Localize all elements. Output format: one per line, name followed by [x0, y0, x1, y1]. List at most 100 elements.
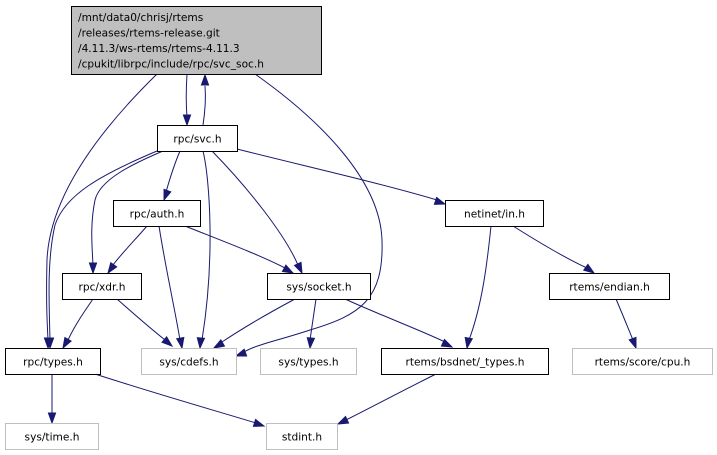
- arrowhead-icon: [252, 418, 266, 427]
- node-box: [71, 6, 322, 75]
- node-box: [572, 348, 713, 375]
- edge-line: [184, 225, 286, 269]
- edge-root-to-svc: [182, 73, 192, 127]
- edge-line: [46, 73, 158, 341]
- edge-line: [202, 85, 206, 126]
- arrowhead-icon: [45, 337, 55, 350]
- edge-svc-to-xdr: [88, 150, 164, 275]
- edge-line: [243, 73, 383, 353]
- edges-layer: [43, 73, 637, 427]
- edge-line: [345, 373, 437, 421]
- edge-line: [48, 150, 158, 341]
- node-box: [5, 423, 99, 450]
- edge-line: [236, 148, 438, 201]
- node-label: stdint.h: [282, 432, 322, 444]
- arrowhead-icon: [196, 337, 206, 350]
- node-label: sys/time.h: [25, 432, 80, 444]
- node-label: /mnt/data0/chrisj/rtems: [78, 12, 203, 24]
- edge-line: [211, 150, 299, 266]
- nodes-layer: /mnt/data0/chrisj/rtems/releases/rtems-r…: [5, 6, 713, 450]
- node-label: rpc/types.h: [23, 357, 83, 369]
- edge-line: [67, 298, 94, 341]
- edge-line: [468, 225, 492, 341]
- arrowhead-icon: [182, 114, 192, 127]
- node-box: [266, 423, 338, 450]
- edge-socket-to-cdefs: [212, 298, 296, 349]
- node-bsdtypes[interactable]: rtems/bsdnet/_types.h: [381, 348, 549, 375]
- node-label: rpc/auth.h: [130, 209, 185, 221]
- edge-line: [344, 298, 446, 343]
- node-label: rtems/score/cpu.h: [595, 357, 691, 369]
- node-box: [381, 348, 549, 375]
- node-box: [260, 348, 357, 375]
- arrowhead-icon: [47, 412, 57, 425]
- node-systypes: sys/types.h: [260, 348, 357, 375]
- node-label: /4.11.3/ws-rtems/rtems-4.11.3: [78, 43, 240, 55]
- edge-line: [94, 373, 257, 424]
- edge-auth-to-socket: [184, 225, 295, 274]
- node-svc[interactable]: rpc/svc.h: [157, 125, 238, 152]
- edge-bsdtypes-to-stdint: [336, 373, 437, 425]
- node-label: sys/socket.h: [286, 282, 351, 294]
- node-label: sys/cdefs.h: [159, 357, 218, 369]
- node-root[interactable]: /mnt/data0/chrisj/rtems/releases/rtems-r…: [71, 6, 322, 75]
- edge-line: [615, 298, 634, 341]
- arrowhead-icon: [161, 335, 174, 347]
- edge-line: [201, 150, 211, 341]
- edge-socket-to-bsdtypes: [344, 298, 454, 348]
- edge-endian-to-cpu: [615, 298, 637, 350]
- node-label: rpc/svc.h: [173, 134, 221, 146]
- arrowhead-icon: [293, 261, 303, 275]
- edge-netin-to-endian: [512, 225, 596, 274]
- node-box: [445, 200, 544, 227]
- node-label: netinet/in.h: [464, 209, 525, 221]
- edge-line: [91, 150, 164, 266]
- edge-socket-to-systypes: [306, 298, 317, 350]
- edge-svc-to-socket: [211, 150, 303, 275]
- edge-root-to-cdefs: [234, 73, 383, 357]
- node-box: [62, 273, 142, 300]
- node-auth[interactable]: rpc/auth.h: [113, 200, 201, 227]
- arrowhead-icon: [200, 73, 210, 86]
- node-xdr[interactable]: rpc/xdr.h: [62, 273, 142, 300]
- arrowhead-icon: [582, 263, 596, 274]
- edge-line: [309, 298, 317, 341]
- node-box: [141, 348, 237, 375]
- arrowhead-icon: [175, 336, 185, 350]
- node-box: [5, 348, 101, 375]
- arrowhead-icon: [281, 264, 295, 274]
- node-label: sys/types.h: [278, 357, 338, 369]
- node-socket[interactable]: sys/socket.h: [267, 273, 371, 300]
- edge-svc-to-rtypes: [45, 150, 158, 350]
- node-cpu: rtems/score/cpu.h: [572, 348, 713, 375]
- edge-netin-to-bsdtypes: [464, 225, 492, 350]
- node-netin[interactable]: netinet/in.h: [445, 200, 544, 227]
- edge-auth-to-cdefs: [158, 225, 185, 350]
- arrowhead-icon: [306, 337, 316, 350]
- node-endian[interactable]: rtems/endian.h: [549, 273, 670, 300]
- arrowhead-icon: [336, 415, 350, 425]
- edge-auth-to-xdr: [107, 225, 148, 275]
- node-label: rpc/xdr.h: [79, 282, 126, 294]
- edge-line: [158, 225, 181, 341]
- node-time: sys/time.h: [5, 423, 99, 450]
- node-stdint: stdint.h: [266, 423, 338, 450]
- node-label: /cpukit/librpc/include/rpc/svc_soc.h: [78, 59, 264, 71]
- arrowhead-icon: [433, 196, 447, 205]
- edge-svc-to-netin: [236, 148, 447, 205]
- node-rtypes[interactable]: rpc/types.h: [5, 348, 101, 375]
- arrowhead-icon: [163, 188, 172, 202]
- node-box: [157, 125, 238, 152]
- edge-svc-to-cdefs: [196, 150, 211, 350]
- arrowhead-icon: [234, 348, 248, 357]
- edge-rtypes-to-time: [47, 373, 57, 425]
- arrowhead-icon: [107, 261, 118, 275]
- edge-line: [116, 298, 166, 341]
- node-label: rtems/bsdnet/_types.h: [406, 357, 525, 369]
- edge-rtypes-to-stdint: [94, 373, 266, 427]
- node-box: [113, 200, 201, 227]
- edge-xdr-to-rtypes: [62, 298, 94, 350]
- edge-line: [112, 225, 148, 266]
- node-label: rtems/endian.h: [569, 282, 650, 294]
